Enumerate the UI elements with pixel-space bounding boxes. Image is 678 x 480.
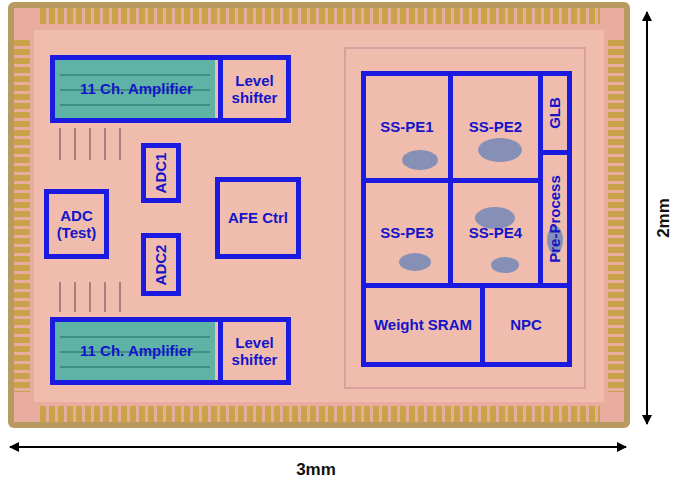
block-label: SS-PE2 <box>455 118 536 135</box>
block-box: SS-PE2 <box>448 71 543 183</box>
die-body <box>14 8 624 422</box>
block-box: Level shifter <box>218 55 291 123</box>
block-label: GLB <box>546 97 563 129</box>
dimension-arrows <box>10 12 647 447</box>
block-box: SS-PE3 <box>361 178 453 288</box>
block-label: NPC <box>487 316 565 333</box>
core-area <box>34 30 604 402</box>
block-box: 11 Ch. Amplifier <box>50 55 223 123</box>
block-box: SS-PE4 <box>448 178 543 288</box>
block-label: Level shifter <box>225 72 284 107</box>
block-label: Level shifter <box>225 334 284 369</box>
die-edge <box>8 2 630 428</box>
wiring <box>60 48 585 388</box>
block-box: 11 Ch. Amplifier <box>50 317 223 385</box>
block-label: Weight SRAM <box>368 316 478 333</box>
block-label: SS-PE3 <box>368 224 446 241</box>
block-box: Level shifter <box>218 317 291 385</box>
block-label: ADC1 <box>152 153 169 194</box>
block-box: ADC1 <box>141 143 181 203</box>
block-label: 11 Ch. Amplifier <box>57 80 216 97</box>
block-label: SS-PE4 <box>455 224 536 241</box>
block-box: ADC (Test) <box>44 189 109 259</box>
dimension-label: 3mm <box>296 460 336 480</box>
bond-pads <box>22 16 616 414</box>
block-label: ADC2 <box>152 244 169 285</box>
block-box: SS-PE1 <box>361 71 453 183</box>
block-box: Pre-Process <box>538 150 572 288</box>
block-box: GLB <box>538 71 572 155</box>
block-label: AFE Ctrl <box>222 209 294 226</box>
block-label: ADC (Test) <box>51 207 102 242</box>
block-box: Weight SRAM <box>361 283 485 367</box>
block-box: NPC <box>480 283 572 367</box>
block-label: SS-PE1 <box>368 118 446 135</box>
block-label: Pre-Process <box>546 175 563 263</box>
block-box: ADC2 <box>141 233 181 296</box>
block-box: AFE Ctrl <box>215 177 301 259</box>
dimension-label: 2mm <box>654 198 674 238</box>
block-label: 11 Ch. Amplifier <box>57 342 216 359</box>
